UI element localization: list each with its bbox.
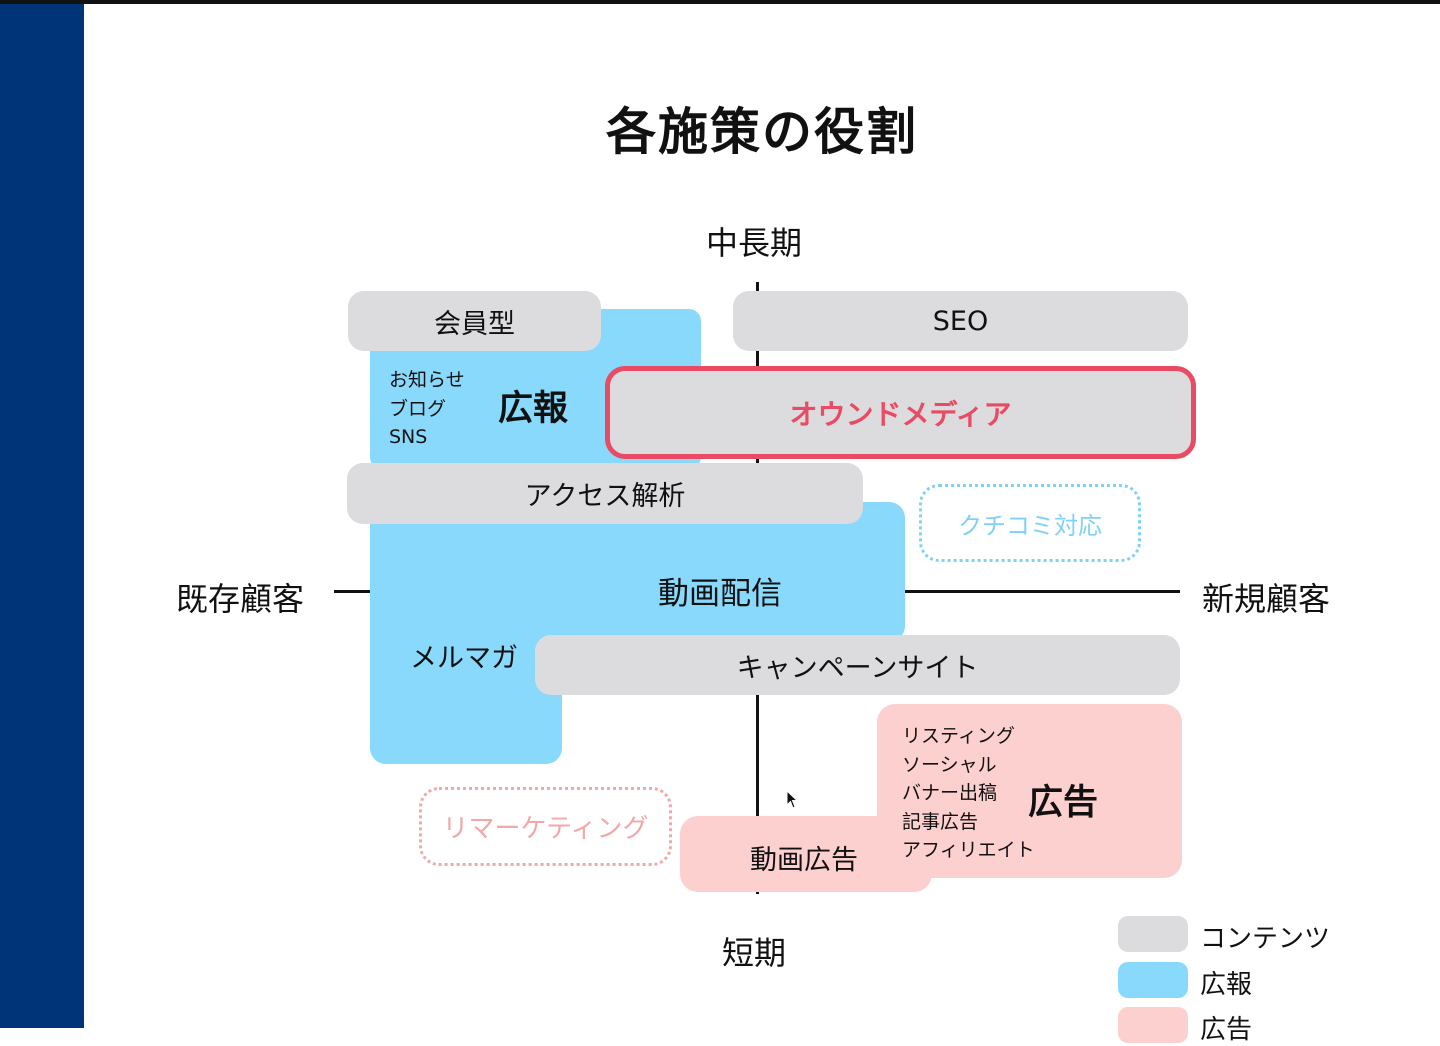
content-block-access-analytics: アクセス解析: [347, 463, 863, 524]
mailmag-label: メルマガ: [410, 643, 518, 674]
remarketing-block: リマーケティング: [419, 787, 672, 866]
content-block-campaign-site: キャンペーンサイト: [535, 635, 1180, 695]
legend-label-content: コンテンツ: [1200, 924, 1331, 954]
ad-items-list: リスティング ソーシャル バナー出稿 記事広告 アフィリエイト: [902, 725, 1035, 861]
axis-horizontal-right: [904, 590, 1180, 593]
video-distribution-label: 動画配信: [658, 576, 782, 612]
axis-label-bottom: 短期: [722, 934, 787, 972]
content-block-membership: 会員型: [348, 291, 601, 351]
slide-canvas: 各施策の役割 中長期 短期 既存顧客 新規顧客 お知らせ ブログ SNS 広報 …: [84, 4, 1440, 1045]
axis-vertical-bottom: [756, 694, 759, 894]
video-ad-label: 動画広告: [750, 845, 858, 876]
legend-swatch-content: [1118, 916, 1188, 952]
axis-label-right: 新規顧客: [1202, 580, 1331, 618]
ad-group-label: 広告: [1028, 783, 1099, 823]
pr-block-mailmag: [370, 604, 562, 764]
legend-swatch-pr: [1118, 962, 1188, 998]
legend-swatch-ad: [1118, 1007, 1188, 1043]
ad-block-video: [680, 816, 932, 892]
content-block-owned-media: オウンドメディア: [605, 366, 1196, 459]
axis-label-top: 中長期: [706, 224, 803, 262]
word-of-mouth-block: クチコミ対応: [919, 484, 1141, 562]
window-top-bar: [0, 0, 1440, 4]
content-block-seo: SEO: [733, 291, 1188, 351]
axis-horizontal-left: [334, 590, 374, 593]
legend-label-pr: 広報: [1200, 970, 1253, 1000]
slide-sidebar: [0, 4, 84, 1028]
pr-items-list: お知らせ ブログ SNS: [389, 369, 465, 448]
axis-label-left: 既存顧客: [176, 580, 305, 618]
slide-title: 各施策の役割: [606, 103, 918, 161]
pr-group-label: 広報: [498, 389, 569, 429]
mouse-cursor-icon: [786, 790, 799, 809]
